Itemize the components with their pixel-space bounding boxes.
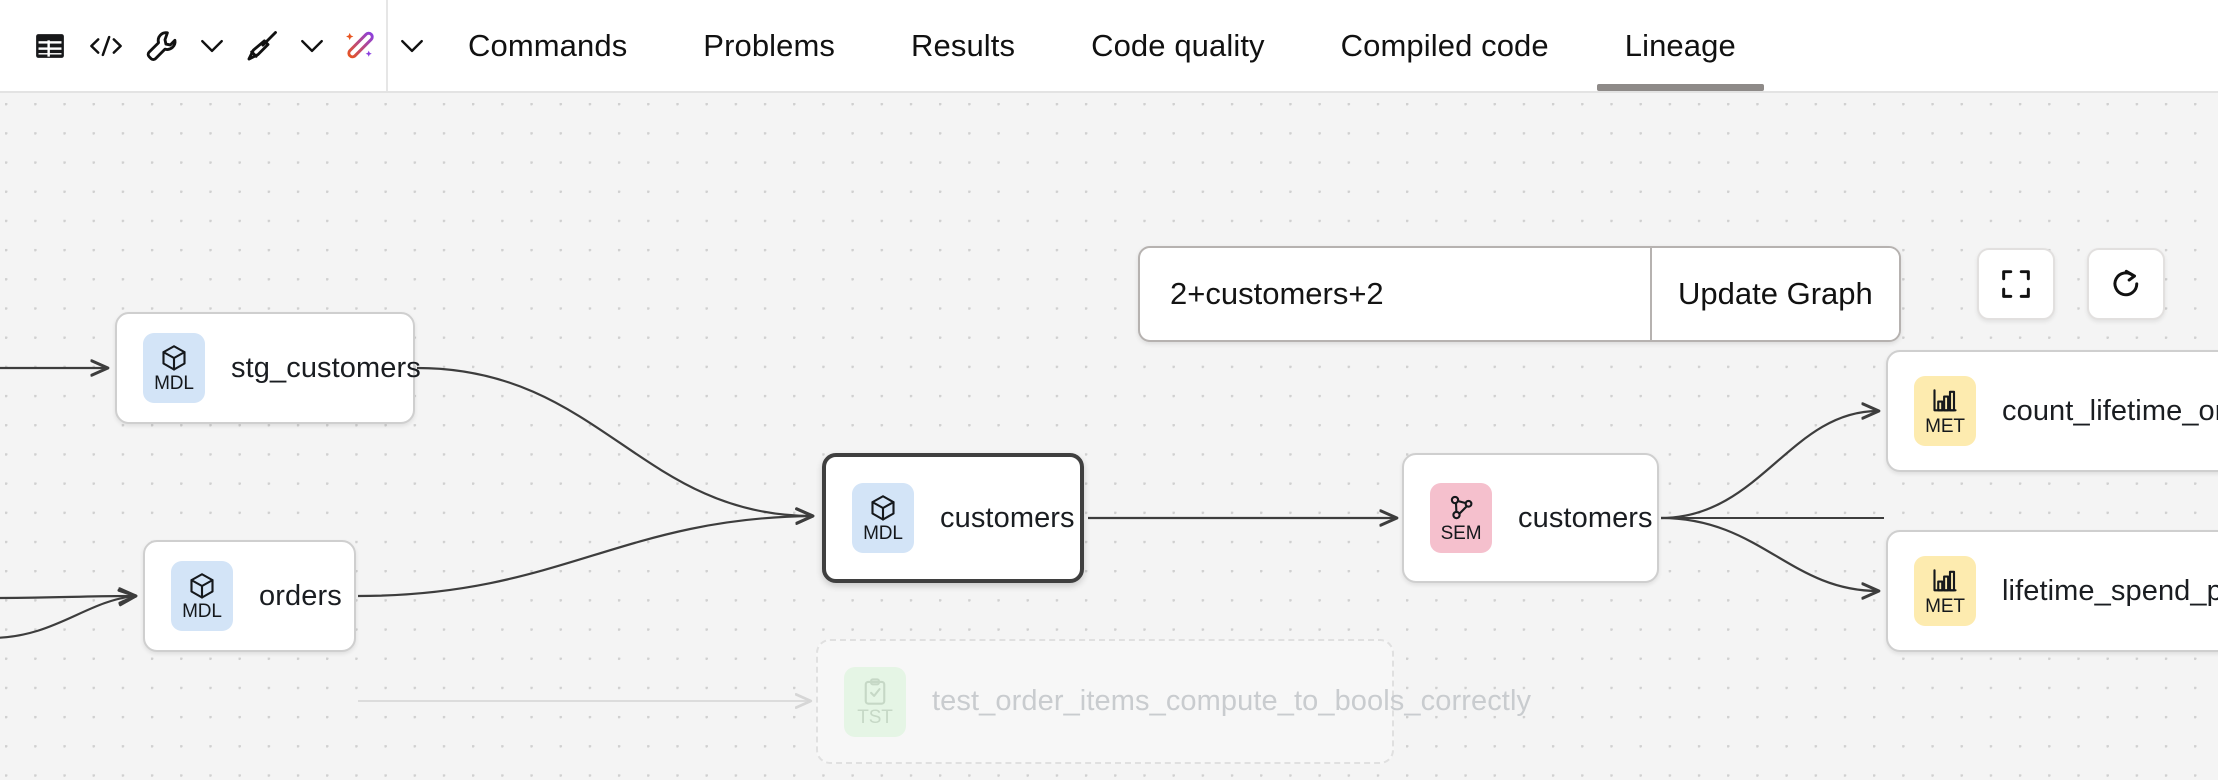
badge-label: MDL bbox=[863, 523, 903, 544]
tab-bar: Commands Problems Results Code quality C… bbox=[388, 0, 2218, 91]
badge-mdl: MDL bbox=[171, 561, 233, 631]
cube-icon bbox=[190, 573, 214, 599]
chevron-down-glyph bbox=[201, 39, 223, 52]
badge-mdl: MDL bbox=[143, 333, 205, 403]
badge-label: MDL bbox=[182, 601, 222, 622]
lineage-canvas[interactable]: MDL stg_customers MDL orders bbox=[0, 93, 2218, 780]
editor-toolbar bbox=[0, 0, 423, 91]
graph-node-customers-semantic[interactable]: SEM customers bbox=[1402, 453, 1659, 583]
node-label: count_lifetime_orders bbox=[2002, 394, 2218, 427]
node-label: orders bbox=[259, 579, 342, 612]
tab-label: Problems bbox=[703, 27, 836, 63]
cube-icon bbox=[162, 345, 186, 371]
table-view-icon[interactable] bbox=[22, 15, 78, 77]
badge-label: TST bbox=[857, 706, 893, 728]
graph-node-test-order-items[interactable]: TST test_order_items_compute_to_bools_co… bbox=[816, 639, 1532, 764]
magic-wand-glyph bbox=[346, 31, 374, 58]
broom-glyph bbox=[247, 30, 277, 60]
format-group bbox=[234, 15, 334, 77]
refresh-icon bbox=[2113, 269, 2139, 297]
node-label: test_order_items_compute_to_bools_correc… bbox=[932, 684, 1532, 717]
tools-group bbox=[134, 15, 234, 77]
chevron-down-glyph bbox=[301, 39, 323, 52]
code-view-glyph bbox=[90, 35, 122, 56]
node-label: lifetime_spend_pretax bbox=[2002, 574, 2218, 607]
broom-icon[interactable] bbox=[234, 15, 290, 77]
tab-label: Commands bbox=[468, 27, 628, 63]
edge-in-orders-b bbox=[0, 596, 135, 639]
tab-results[interactable]: Results bbox=[873, 0, 1053, 91]
tab-problems[interactable]: Problems bbox=[665, 0, 873, 91]
badge-mdl: MDL bbox=[852, 483, 914, 553]
edge-in-orders-a bbox=[0, 596, 135, 598]
edge-orders-to-customers bbox=[357, 516, 812, 598]
graph-search-group: Update Graph bbox=[1138, 246, 1901, 342]
graph-node-lifetime-spend-pretax[interactable]: MET lifetime_spend_pretax bbox=[1886, 530, 2218, 652]
fit-screen-button[interactable] bbox=[1977, 248, 2055, 320]
badge-label: MDL bbox=[154, 373, 194, 394]
node-label: customers bbox=[940, 501, 1075, 534]
tab-lineage[interactable]: Lineage bbox=[1587, 0, 1774, 91]
chevron-down-icon-format[interactable] bbox=[290, 15, 334, 77]
fit-screen-icon bbox=[2002, 270, 2030, 298]
node-label: customers bbox=[1518, 501, 1653, 534]
tab-compiled-code[interactable]: Compiled code bbox=[1303, 0, 1587, 91]
badge-tst: TST bbox=[844, 666, 906, 737]
graph-node-orders[interactable]: MDL orders bbox=[143, 540, 356, 652]
badge-label: MET bbox=[1925, 596, 1965, 617]
edge-sem-to-lifetime-spend bbox=[1660, 516, 1878, 591]
app-header: Commands Problems Results Code quality C… bbox=[0, 0, 2218, 93]
badge-met: MET bbox=[1914, 556, 1976, 626]
wrench-glyph bbox=[146, 30, 177, 61]
refresh-button[interactable] bbox=[2087, 248, 2165, 320]
code-view-icon[interactable] bbox=[78, 15, 134, 77]
chevron-down-icon-ai[interactable] bbox=[390, 15, 434, 77]
tab-label: Lineage bbox=[1624, 27, 1736, 63]
edge-sem-to-count-lifetime-orders bbox=[1660, 411, 1878, 520]
tab-commands[interactable]: Commands bbox=[430, 0, 665, 91]
node-graph-icon bbox=[1450, 495, 1473, 520]
badge-met: MET bbox=[1914, 376, 1976, 446]
chevron-down-glyph bbox=[401, 39, 423, 52]
wrench-icon[interactable] bbox=[134, 15, 190, 77]
badge-label: SEM bbox=[1440, 523, 1482, 544]
tab-label: Compiled code bbox=[1340, 27, 1549, 63]
cube-icon bbox=[871, 495, 895, 521]
table-view-glyph bbox=[36, 33, 64, 58]
tab-code-quality[interactable]: Code quality bbox=[1053, 0, 1303, 91]
tab-label: Results bbox=[911, 27, 1016, 63]
chevron-down-icon-tools[interactable] bbox=[190, 15, 234, 77]
graph-node-stg-customers[interactable]: MDL stg_customers bbox=[115, 312, 421, 424]
update-graph-button[interactable]: Update Graph bbox=[1650, 248, 1899, 340]
magic-wand-icon[interactable] bbox=[334, 15, 390, 77]
edge-stg-customers-to-customers bbox=[416, 366, 812, 516]
graph-search-input[interactable] bbox=[1140, 248, 1650, 340]
tab-label: Code quality bbox=[1091, 27, 1265, 63]
clipboard-check-icon bbox=[864, 677, 886, 705]
graph-node-customers-model[interactable]: MDL customers bbox=[822, 453, 1084, 583]
tab-active-underline bbox=[1596, 84, 1764, 91]
badge-sem: SEM bbox=[1430, 483, 1492, 553]
ai-assist-group bbox=[334, 15, 434, 77]
graph-node-count-lifetime-orders[interactable]: MET count_lifetime_orders bbox=[1886, 350, 2218, 472]
bar-chart-icon bbox=[1933, 389, 1957, 412]
node-label: stg_customers bbox=[231, 351, 421, 384]
badge-label: MET bbox=[1925, 416, 1965, 437]
bar-chart-icon bbox=[1933, 569, 1957, 592]
